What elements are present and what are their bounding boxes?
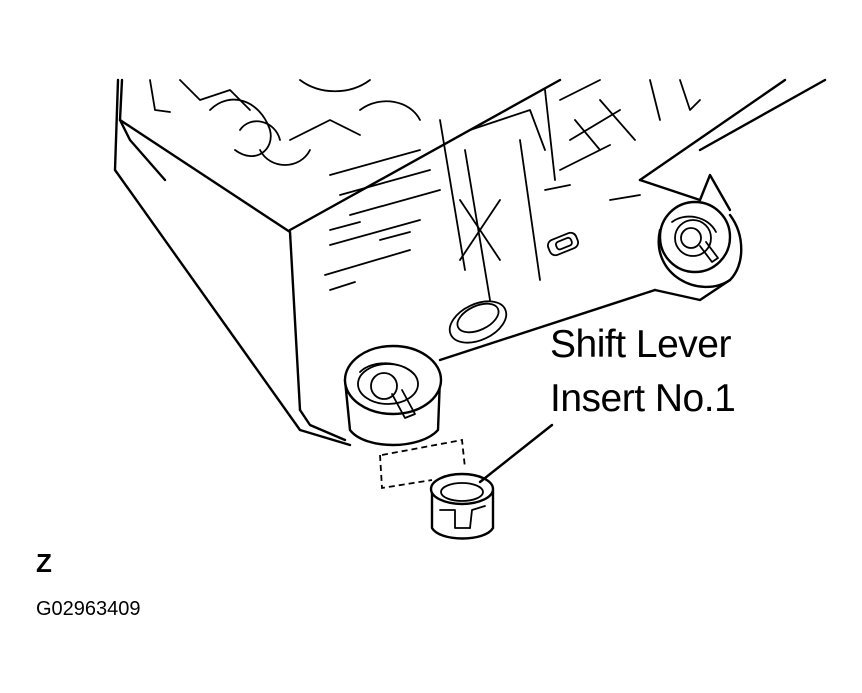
callout-leader — [478, 423, 554, 484]
figure-id: G02963409 — [36, 598, 141, 620]
casting-ribs — [149, 79, 701, 344]
view-letter: Z — [36, 548, 52, 578]
callout-label-line1: Shift Lever — [550, 323, 731, 366]
housing-outline — [113, 78, 827, 447]
shift-lever-insert — [429, 472, 495, 540]
alignment-guide — [379, 438, 466, 490]
left-boss — [343, 344, 443, 447]
right-boss — [657, 200, 743, 289]
callout-label-line2: Insert No.1 — [550, 377, 736, 420]
